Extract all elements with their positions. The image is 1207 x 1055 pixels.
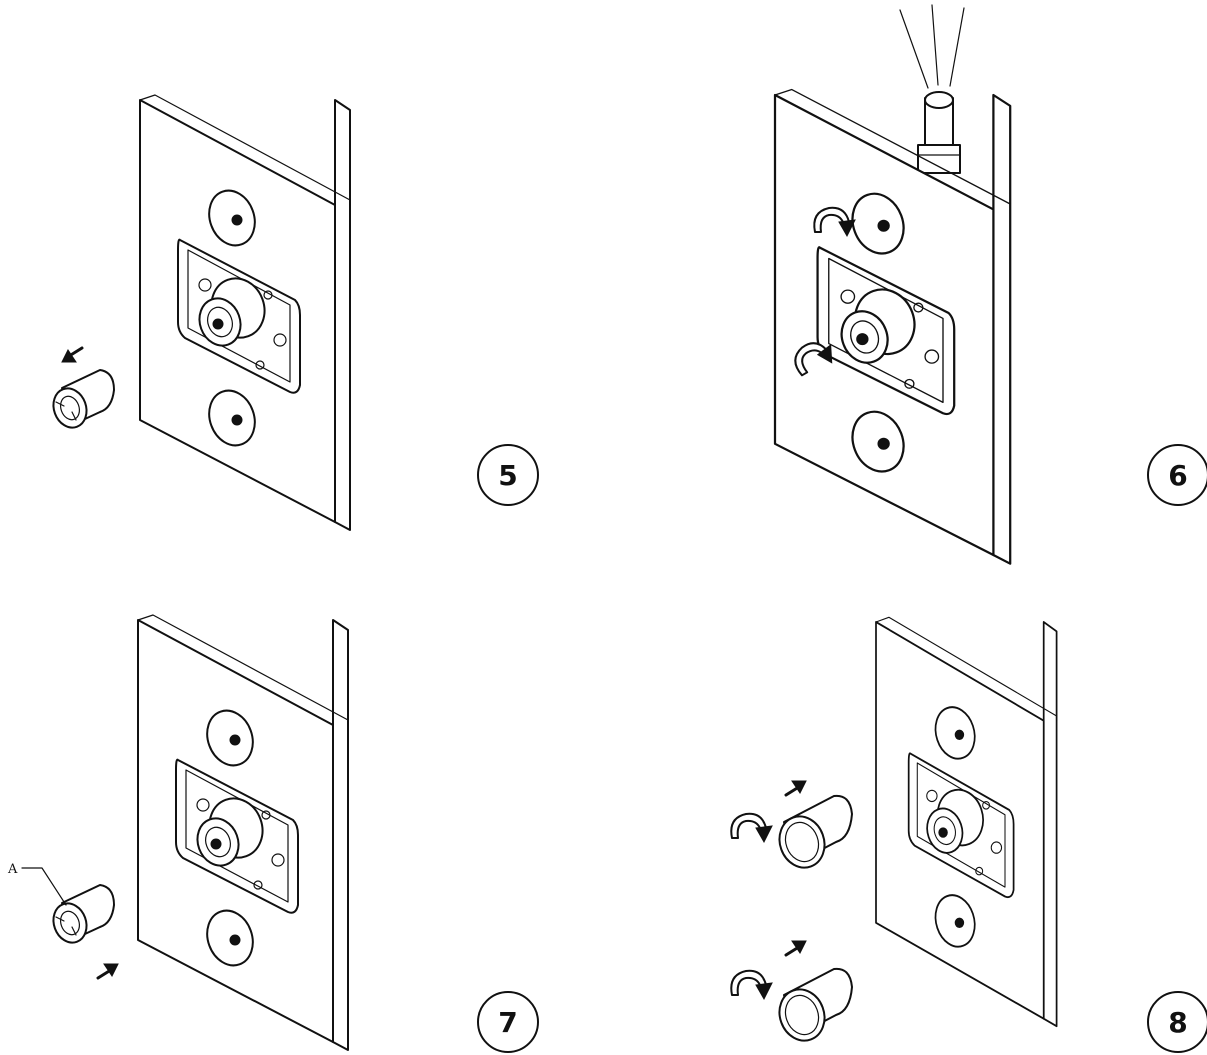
wall-box-step-8 [875,616,1058,1028]
wall-box-step-7 [137,614,349,1051]
push-arrow-icon [784,779,808,797]
step-6-badge [1147,444,1207,506]
step-8-illustration: 8 [730,616,1207,1053]
rotate-arrow-icon [730,969,773,1000]
insert-arrow-icon [96,962,120,980]
step-8-number: 8 [1168,1006,1187,1039]
rotate-arrow-icon [730,812,773,843]
wall-box-step-6 [773,88,1012,565]
step-7-number: 7 [498,1006,517,1039]
step-5-badge [477,444,539,506]
remove-arrow-icon [60,346,84,364]
step-5-number: 5 [498,459,517,492]
step-6-illustration: 6 [773,4,1207,565]
water-spray-line [931,4,939,86]
step-5-illustration: 5 [47,94,539,531]
wall-box-step-5 [139,94,351,531]
water-spray-line [899,9,929,89]
cap-step-5 [47,369,116,434]
step-6-number: 6 [1168,459,1187,492]
step-8-badge [1147,991,1207,1053]
step-7-illustration: A 7 [7,614,539,1053]
callout-a-label: A [7,862,18,877]
cap-step-7 [47,884,116,949]
step-7-badge [477,991,539,1053]
callout-leader-a [21,867,67,906]
extension-sleeve-lower [771,967,853,1048]
push-arrow-icon [784,939,808,957]
extension-sleeve-upper [771,794,853,875]
water-spray-line [949,7,965,87]
